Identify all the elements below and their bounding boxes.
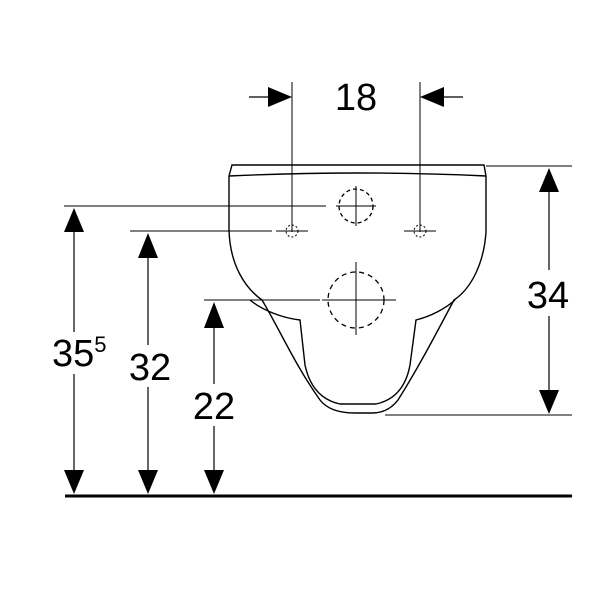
bowl-inner	[249, 299, 456, 405]
fixing-height-dimension	[64, 205, 326, 494]
outlet-opening	[322, 262, 396, 335]
toilet-outline	[228, 164, 487, 414]
arrow-head-down	[539, 390, 559, 414]
arrow-head-up	[204, 302, 224, 328]
arrow-head-up	[64, 208, 84, 232]
lid-top	[228, 164, 487, 177]
upper-pipe-opening	[336, 186, 376, 226]
arrow-head-right	[268, 87, 292, 107]
hole-spacing-label: 18	[335, 77, 377, 119]
arrow-head-left	[420, 87, 444, 107]
arrow-head-up	[539, 168, 559, 192]
arrow-head-down	[138, 470, 158, 494]
fixing-height-label: 355	[52, 332, 107, 375]
bowl-height-label: 34	[527, 275, 569, 317]
hole-spacing-dimension	[249, 82, 463, 232]
arrow-head-up	[138, 233, 158, 258]
lid-seam	[228, 172, 487, 177]
arrow-head-down	[204, 470, 224, 494]
bowl-outer	[228, 176, 487, 414]
outlet-height-label: 22	[193, 386, 235, 428]
arrow-head-down	[64, 470, 84, 494]
bolt-height-label: 32	[129, 347, 171, 389]
